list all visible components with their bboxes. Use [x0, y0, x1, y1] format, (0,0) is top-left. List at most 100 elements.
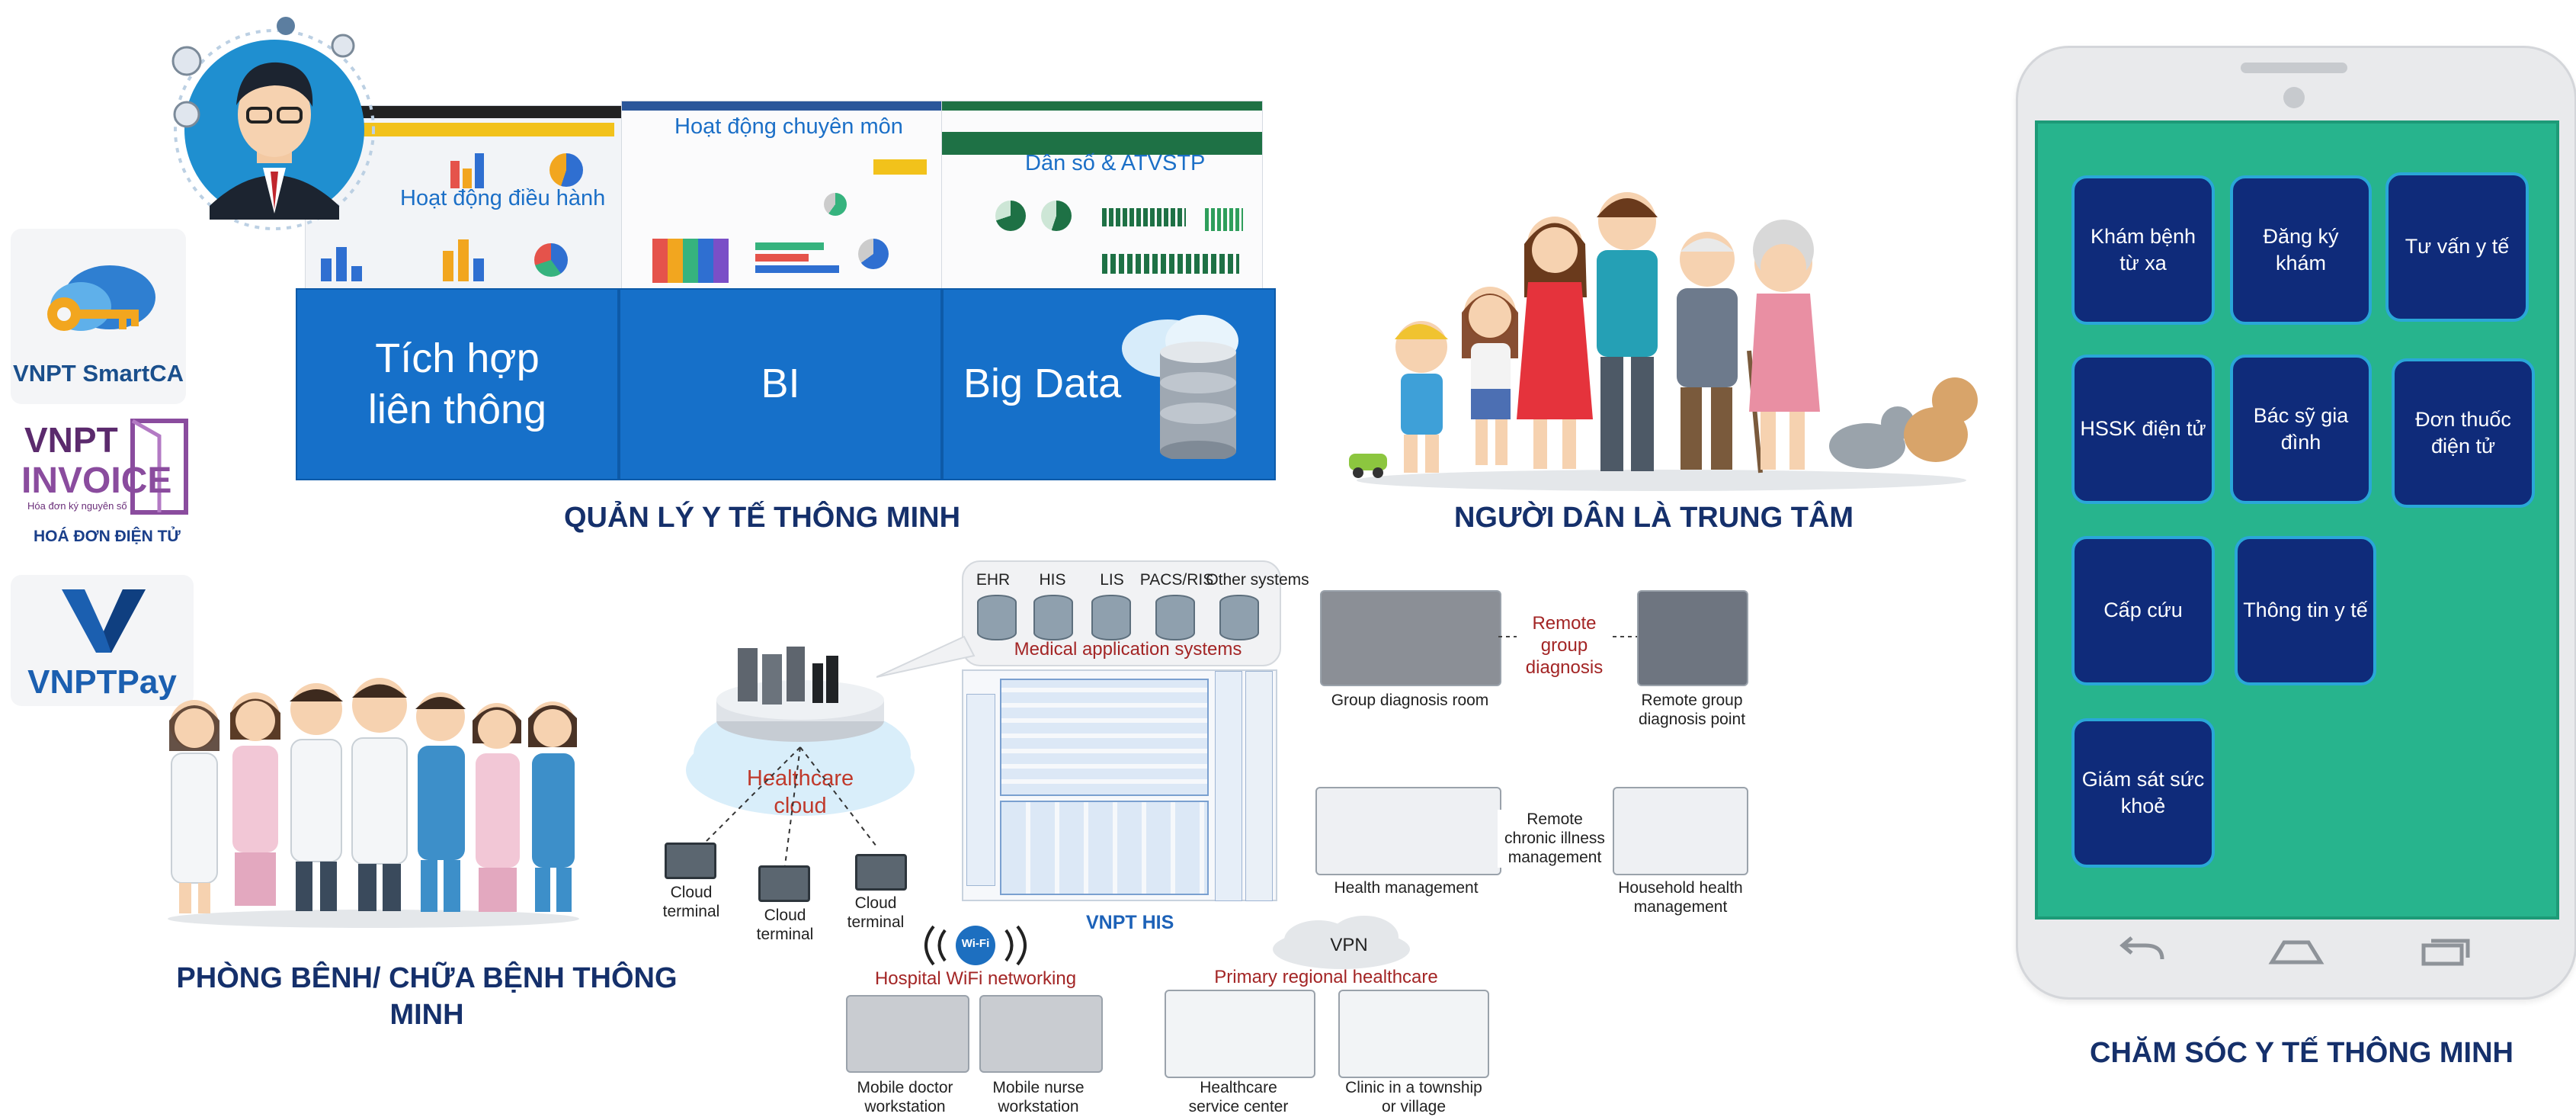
tile-big-data-label: Big Data: [963, 361, 1122, 407]
system-lis: LIS: [1100, 571, 1124, 589]
remote-chronic-line3: management: [1507, 849, 1602, 867]
lis-database-icon: [1091, 595, 1131, 640]
speech-pointer-shape: [876, 635, 976, 678]
people-title: NGƯỜI DÂN LÀ TRUNG TÂM: [1453, 502, 1854, 534]
remote-point-line1: Remote group: [1641, 692, 1743, 709]
group-diagnosis-room-photo: [1320, 590, 1501, 686]
tile-bi: BI: [619, 288, 942, 480]
caption-population: Dân số & ATVSTP: [1025, 151, 1206, 175]
vpn-label: VPN: [1330, 935, 1368, 955]
healthcare-center-label: Healthcare service center: [1155, 1078, 1322, 1116]
mobile-doctor-line1: Mobile doctor: [857, 1079, 953, 1096]
dashboard-population: [941, 101, 1263, 291]
pacs-database-icon: [1155, 595, 1195, 640]
app-emergency-button[interactable]: Cấp cứu: [2071, 536, 2215, 685]
hospital-title-line2: MINH: [389, 999, 464, 1031]
cloud-terminal-text-3: Cloud terminal: [847, 894, 905, 932]
health-management-photo: [1315, 787, 1501, 875]
caption-professional: Hoạt động chuyên môn: [674, 114, 903, 139]
home-icon[interactable]: [2267, 936, 2325, 967]
dashboard-professional: [621, 101, 943, 291]
wifi-label: Hospital WiFi networking: [874, 968, 1077, 989]
cloud-connections: [700, 746, 877, 866]
vnpt-smartca-logo: VNPT SmartCA: [11, 229, 186, 404]
manager-avatar-icon: [171, 17, 448, 230]
app-register-exam-button[interactable]: Đăng ký khám: [2230, 175, 2372, 325]
back-icon[interactable]: [2115, 936, 2168, 967]
system-ehr: EHR: [976, 571, 1011, 589]
tile-integration-line1: Tích hợp: [375, 335, 540, 381]
his-label: VNPT HIS: [1086, 912, 1174, 933]
app-consult-button[interactable]: Tư vấn y tế: [2385, 172, 2529, 322]
township-clinic-line2: or village: [1381, 1098, 1447, 1116]
family-illustration: [1334, 160, 1989, 496]
medical-staff-illustration: [152, 671, 594, 930]
township-clinic-line1: Clinic in a township: [1345, 1079, 1482, 1096]
recent-apps-icon[interactable]: [2421, 935, 2474, 968]
his-architecture-diagram: [962, 669, 1277, 901]
cloud-terminal-3-icon: [855, 854, 907, 891]
vnpt-invoice-logo: VNPT INVOICE Hóa đơn ký nguyên số HOÁ ĐƠ…: [11, 418, 194, 551]
app-family-doctor-button[interactable]: Bác sỹ gia đình: [2230, 355, 2372, 504]
primary-healthcare-label: Primary regional healthcare: [1214, 967, 1438, 987]
tile-bi-label: BI: [761, 361, 800, 407]
phone-camera: [2283, 87, 2305, 108]
management-title: QUẢN LÝ Y TẾ THÔNG MINH: [563, 502, 961, 534]
healthcare-cloud-icon: [686, 647, 915, 816]
mobile-doctor-photo: [846, 995, 969, 1073]
invoice-caption: HOÁ ĐƠN ĐIỆN TỬ: [34, 528, 181, 545]
cloud-terminal-label-1: Cloud terminal: [649, 883, 733, 921]
dashboard-operations: [305, 105, 623, 290]
app-health-record-button[interactable]: HSSK điện tử: [2071, 355, 2215, 504]
system-pacs: PACS/RIS: [1139, 571, 1214, 589]
hospital-title-line1: PHÒNG BÊNH/ CHỮA BỆNH THÔNG: [176, 962, 678, 994]
remote-group-line3: diagnosis: [1525, 656, 1604, 678]
care-title: CHĂM SÓC Y TẾ THÔNG MINH: [2090, 1037, 2514, 1069]
invoice-word: INVOICE: [21, 461, 172, 501]
remote-group-line2: group: [1540, 634, 1588, 656]
wifi-badge: Wi-Fi: [961, 937, 990, 950]
township-clinic-photo: [1338, 990, 1489, 1078]
system-his: HIS: [1039, 571, 1066, 589]
remote-chronic-line2: chronic illness: [1504, 830, 1605, 848]
app-health-monitor-button[interactable]: Giám sát sức khoẻ: [2071, 718, 2215, 868]
cloud-terminal-text-1: Cloud terminal: [662, 884, 720, 921]
app-remote-exam-button[interactable]: Khám bệnh từ xa: [2071, 175, 2215, 325]
cloud-key-icon: [47, 265, 155, 331]
app-e-prescription-button[interactable]: Đơn thuốc điện tử: [2392, 358, 2535, 508]
ehr-database-icon: [977, 595, 1017, 640]
cloud-label-line2: cloud: [774, 794, 827, 818]
other-database-icon: [1219, 595, 1259, 640]
invoice-tagline: Hóa đơn ký nguyên số: [27, 500, 127, 512]
app-health-info-button[interactable]: Thông tin y tế: [2235, 536, 2376, 685]
mobile-nurse-line1: Mobile nurse: [992, 1079, 1085, 1096]
tile-integration-line2: liên thông: [367, 387, 547, 432]
tile-big-data: Big Data: [942, 288, 1276, 480]
healthcare-center-photo: [1165, 990, 1315, 1078]
cloud-terminal-1-icon: [665, 843, 716, 879]
household-line1: Household health: [1618, 879, 1743, 897]
cloud-terminal-label-3: Cloud terminal: [834, 894, 918, 932]
database-cloud-icon: [1122, 315, 1238, 459]
healthcare-center-line1: Healthcare: [1200, 1079, 1277, 1096]
phone-speaker: [2241, 63, 2347, 73]
cloud-terminal-text-2: Cloud terminal: [756, 907, 814, 944]
caption-operations: Hoạt động điều hành: [400, 186, 606, 210]
vnpt-pay-mark-icon: [62, 589, 146, 653]
mobile-nurse-photo: [979, 995, 1103, 1073]
wifi-icon: [924, 925, 1027, 966]
vnpt-pay-logo: VNPTPay: [11, 575, 194, 706]
vpn-cloud-icon: [1273, 916, 1410, 969]
invoice-brand: VNPT: [24, 420, 118, 460]
healthcare-center-line2: service center: [1188, 1098, 1289, 1116]
mobile-nurse-line2: workstation: [998, 1098, 1079, 1116]
remote-chronic-label: Remote chronic illness management: [1498, 810, 1612, 868]
invoice-document-icon: [130, 419, 188, 515]
remote-group-label: Remote group diagnosis: [1517, 613, 1612, 679]
remote-chronic-line1: Remote: [1527, 810, 1583, 828]
medical-systems-caption: Medical application systems: [1014, 639, 1242, 660]
household-health-photo: [1613, 787, 1748, 875]
